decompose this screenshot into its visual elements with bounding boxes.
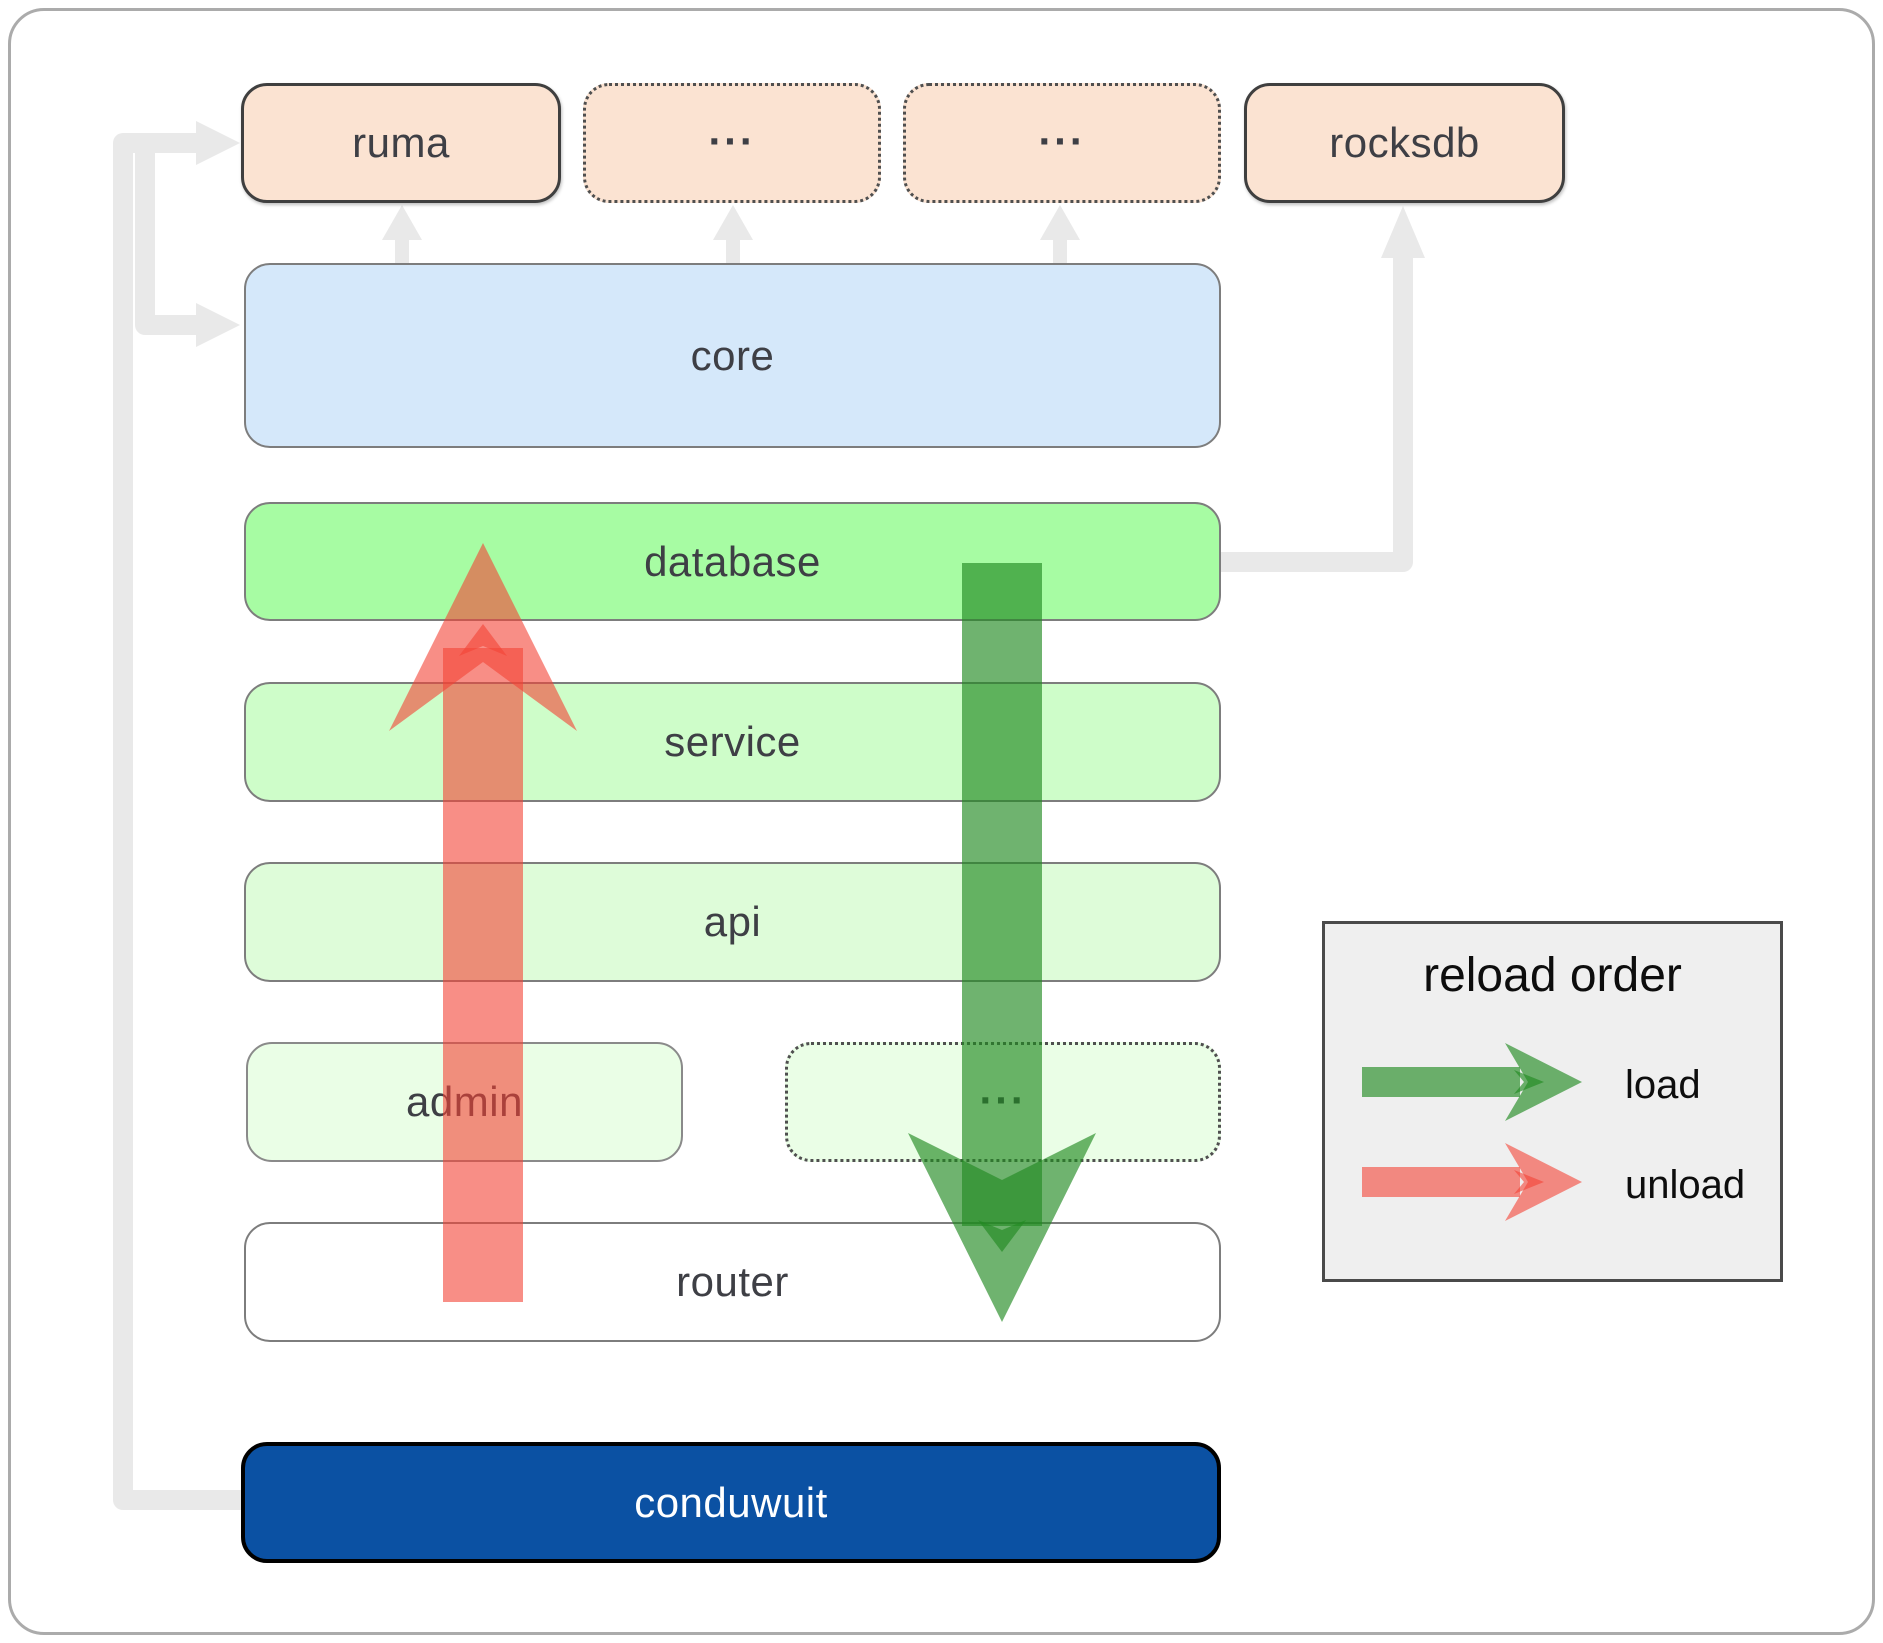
- core-to-ruma-arrow: [395, 238, 409, 265]
- box-api: api: [244, 862, 1221, 982]
- box-services-more: ...: [785, 1042, 1221, 1162]
- box-admin: admin: [246, 1042, 683, 1162]
- core-to-ruma-arrowhead-icon: [382, 205, 422, 240]
- conduwuit-to-ruma-connector: [113, 133, 241, 1510]
- box-service-label: service: [664, 718, 801, 765]
- box-conduwuit: conduwuit: [241, 1442, 1221, 1563]
- core-to-dep-b-arrowhead-icon: [1040, 205, 1080, 240]
- core-to-dep-b-arrow: [1053, 238, 1067, 265]
- legend-load-label: load: [1625, 1063, 1701, 1107]
- box-ruma-label: ruma: [352, 119, 450, 166]
- legend-unload-label: unload: [1625, 1163, 1746, 1207]
- legend-title: reload order: [1423, 949, 1682, 1002]
- box-dependency-a: ...: [583, 83, 881, 203]
- rocksdb-arrowhead-icon: [1381, 206, 1425, 258]
- box-dependency-b-label: ...: [1038, 106, 1086, 154]
- box-api-label: api: [703, 898, 762, 945]
- box-admin-label: admin: [406, 1078, 523, 1125]
- box-router-label: router: [676, 1258, 789, 1305]
- box-conduwuit-label: conduwuit: [634, 1478, 828, 1526]
- core-to-dep-a-arrowhead-icon: [713, 205, 753, 240]
- box-ruma: ruma: [241, 83, 561, 203]
- ruma-arrowhead-icon: [196, 121, 240, 165]
- box-core: core: [244, 263, 1221, 448]
- box-database: database: [244, 502, 1221, 621]
- box-router: router: [244, 1222, 1221, 1342]
- database-to-rocksdb-connector: [1221, 256, 1413, 572]
- legend-reload-order: reload order load unload: [1322, 921, 1783, 1282]
- conduwuit-to-core-connector: [135, 153, 196, 335]
- core-arrowhead-icon: [196, 303, 240, 347]
- box-rocksdb-label: rocksdb: [1329, 119, 1480, 166]
- box-service: service: [244, 682, 1221, 802]
- box-dependency-b: ...: [903, 83, 1221, 203]
- box-dependency-a-label: ...: [708, 106, 756, 154]
- core-to-dep-a-arrow: [726, 238, 740, 265]
- box-services-more-label: ...: [979, 1065, 1027, 1113]
- box-rocksdb: rocksdb: [1244, 83, 1565, 203]
- box-database-label: database: [644, 537, 821, 585]
- box-core-label: core: [690, 331, 775, 379]
